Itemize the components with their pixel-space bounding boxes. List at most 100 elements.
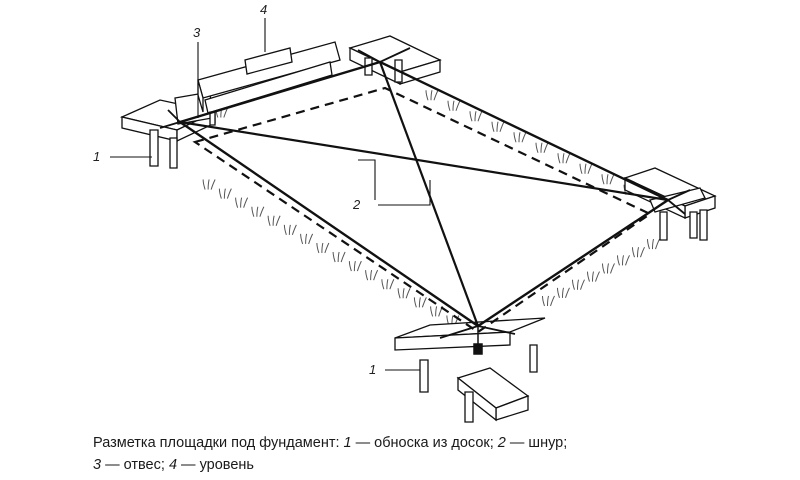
grass-tuft [557, 287, 560, 298]
grass-tuft [240, 197, 243, 208]
grass-tuft [595, 271, 600, 282]
grass-tuft [496, 121, 499, 132]
grass-tuft [562, 287, 564, 298]
grass-tuft [606, 174, 609, 185]
grass-tuft [587, 271, 590, 282]
grass-tuft [365, 270, 369, 281]
grass-tuft [452, 100, 455, 111]
grass-tuft [321, 242, 324, 253]
figure-caption: Разметка площадки под фундамент: 1 — обн… [93, 432, 693, 476]
cord-extensions [159, 47, 691, 339]
grass-tuft [283, 224, 287, 236]
grass-tuft [518, 132, 521, 143]
grass-tuft [348, 261, 352, 272]
grass-tuft [405, 288, 411, 299]
grass-tuft [251, 206, 255, 217]
grass-tuft [332, 252, 336, 263]
grass-tuft [602, 263, 605, 274]
cord-diagonals [179, 61, 669, 327]
grass-tuft [340, 251, 346, 263]
grass-tuft [557, 153, 561, 164]
grass-tuft [267, 215, 271, 226]
grass-tuft [622, 255, 624, 266]
grass-tuft [243, 197, 249, 208]
grass-texture [178, 90, 660, 326]
callout-3: 3 [193, 25, 201, 40]
grass-tuft [305, 233, 308, 244]
grass-tuft [577, 279, 579, 290]
grass-tuft [542, 295, 545, 307]
callout-2: 2 [352, 197, 361, 212]
grass-tuft [565, 153, 571, 164]
grass-tuft [425, 90, 429, 101]
grass-tuft [397, 288, 401, 299]
grass-tuft [601, 174, 605, 185]
grass-tuft [402, 288, 405, 299]
caption-text-4: — уровень [177, 457, 254, 473]
grass-tuft [647, 239, 650, 250]
grass-tuft [625, 255, 630, 266]
grass-tuft [474, 111, 477, 122]
grass-tuft [381, 279, 385, 290]
grass-tuft [433, 90, 439, 101]
grass-tuft [386, 279, 389, 290]
grass-tuft [540, 142, 543, 153]
grass-tuft [421, 297, 427, 308]
grass-tuft [324, 242, 330, 254]
grass-tuft [413, 297, 417, 308]
grass-tuft [316, 242, 320, 254]
grass-tuft [300, 233, 304, 245]
grass-tuft [435, 306, 438, 317]
grass-tuft [547, 295, 549, 306]
formwork-corner-top-right [348, 35, 442, 86]
grass-tuft [256, 206, 259, 217]
grass-tuft [207, 179, 210, 190]
grass-tuft [565, 287, 570, 298]
level-board-top [197, 41, 341, 126]
grass-tuft [652, 238, 654, 250]
grass-tuft [632, 247, 635, 258]
caption-num-3: 3 [93, 457, 102, 473]
grass-tuft [550, 295, 555, 307]
grass-tuft [477, 111, 483, 122]
grass-tuft [592, 271, 594, 282]
grass-tuft [418, 297, 421, 308]
grass-tuft [430, 306, 434, 317]
caption-text-2: — шнур; [505, 435, 568, 451]
grass-tuft [572, 279, 575, 290]
grass-tuft [491, 121, 495, 132]
grass-tuft [202, 179, 206, 190]
grass-tuft [535, 142, 539, 153]
grass-tuft [637, 247, 639, 258]
grass-tuft [291, 224, 297, 236]
callout-leaders [110, 18, 431, 371]
caption-num-2: 2 [497, 435, 506, 451]
grass-tuft [579, 163, 583, 174]
grass-tuft [288, 224, 291, 235]
grass-tuft [226, 188, 232, 199]
grass-tuft [521, 132, 527, 143]
caption-text-1: — обноска из досок; [351, 435, 498, 451]
caption-lead: Разметка площадки под фундамент: [93, 435, 344, 451]
grass-tuft [356, 260, 362, 272]
callout-1-left: 1 [93, 149, 100, 164]
grass-tuft [370, 270, 373, 281]
grass-tuft [337, 251, 340, 263]
grass-tuft [447, 100, 451, 111]
grass-tuft [499, 121, 505, 132]
grass-tuft [580, 279, 585, 290]
caption-num-4: 4 [168, 457, 178, 473]
grass-tuft [609, 174, 615, 185]
grass-tuft [543, 142, 549, 153]
grass-tuft [353, 260, 356, 272]
grass-tuft [640, 246, 645, 258]
grass-tuft [275, 215, 281, 226]
plumb-bob [473, 326, 483, 355]
grass-tuft [584, 163, 587, 174]
grass-tuft [235, 197, 239, 208]
foundation-outline-dashed [192, 86, 653, 334]
grass-tuft [587, 163, 593, 174]
grass-tuft [389, 278, 395, 290]
grass-tuft [617, 255, 620, 266]
